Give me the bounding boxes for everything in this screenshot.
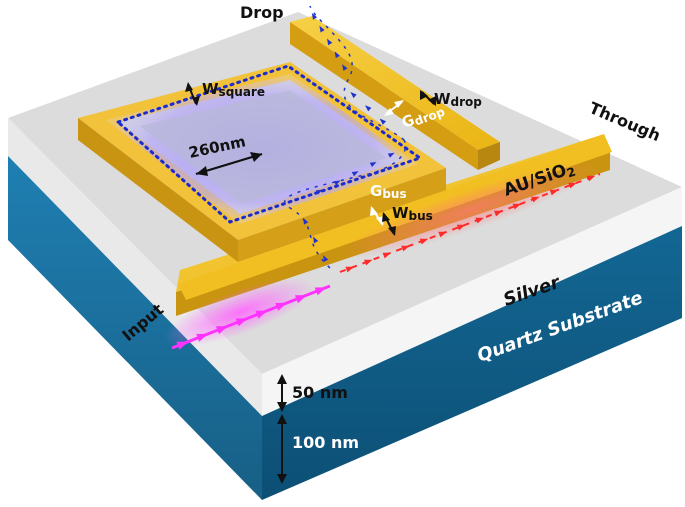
w-bus-main: W: [392, 204, 409, 222]
bus-to-ring-path: [283, 139, 407, 269]
drop-arrowhead: [303, 217, 309, 225]
drop-waveguide-side: [290, 22, 478, 170]
g-bus-main: G: [370, 182, 382, 200]
w-drop-main: W: [434, 90, 451, 108]
drop-arrowhead: [379, 118, 387, 125]
square-ring-outer-side: [78, 118, 238, 262]
drop-arrowheads: [303, 13, 395, 262]
ring-size-marker: [195, 152, 263, 176]
g-drop-marker: [384, 100, 404, 116]
drop-arrowhead: [327, 38, 333, 46]
drop-arrowhead: [350, 92, 357, 99]
bus-waveguide-top-main: [178, 134, 612, 300]
w-square-marker: [185, 82, 200, 106]
through-arrowhead: [401, 245, 410, 252]
square-ring-outer-rside: [238, 168, 446, 262]
w-drop-label: Wdrop: [434, 90, 482, 109]
substrate-thickness-label: 100 nm: [292, 433, 359, 452]
w-bus-sub: bus: [409, 209, 433, 223]
w-bus-marker: [382, 212, 396, 236]
drop-waveguide-rside: [478, 142, 500, 170]
drop-arrowhead: [319, 25, 325, 33]
g-bus-marker: [370, 206, 384, 226]
g-drop-main: G: [399, 111, 417, 132]
w-square-label: Wsquare: [202, 80, 265, 99]
through-arrow-line: [339, 173, 601, 273]
g-bus-label: Gbus: [370, 182, 407, 201]
drop-arrowhead: [369, 162, 377, 167]
w-drop-sub: drop: [451, 95, 483, 109]
through-glow: [337, 160, 603, 260]
drop-waveguide-top: [290, 16, 500, 150]
drop-arrowhead: [311, 13, 318, 20]
drop-arrowhead: [334, 51, 340, 59]
input-arrowhead: [275, 302, 288, 311]
input-glow: [164, 277, 316, 347]
drop-arrowhead: [313, 236, 319, 244]
substrate-thickness-marker: [277, 414, 287, 484]
w-drop-marker: [420, 90, 436, 106]
drop-arrowhead: [323, 255, 329, 262]
ring-dotted-path: [116, 64, 424, 224]
silver-thickness-label: 50 nm: [292, 383, 348, 402]
drop-arrowhead: [387, 152, 395, 158]
input-arrowhead: [176, 341, 189, 350]
drop-label: Drop: [240, 3, 284, 22]
silver-right-side: [262, 187, 682, 416]
silver-thickness-marker: [277, 374, 287, 412]
input-arrowhead: [215, 326, 228, 335]
input-arrowhead: [294, 295, 307, 304]
drop-arrowhead: [351, 171, 359, 177]
w-bus-label: Wbus: [392, 204, 433, 223]
through-arrowhead: [568, 182, 577, 189]
input-arrowhead: [314, 287, 327, 296]
through-arrowhead: [456, 224, 466, 231]
w-square-main: W: [202, 80, 219, 98]
input-arrowhead: [196, 333, 209, 342]
input-arrowhead: [255, 310, 268, 319]
drop-arrowhead: [333, 180, 341, 186]
through-arrowhead: [512, 203, 522, 210]
quartz-right-face: [262, 226, 682, 500]
drop-arrowhead: [342, 64, 348, 71]
drop-arrowhead: [315, 189, 323, 195]
g-bus-sub: bus: [382, 187, 406, 201]
w-square-sub: square: [219, 85, 265, 99]
drop-arrowhead: [365, 105, 372, 112]
square-ring-hole-core: [140, 90, 386, 204]
quartz-front-face: [8, 156, 262, 500]
input-arrowhead: [235, 318, 248, 327]
input-arrowheads: [176, 287, 327, 350]
